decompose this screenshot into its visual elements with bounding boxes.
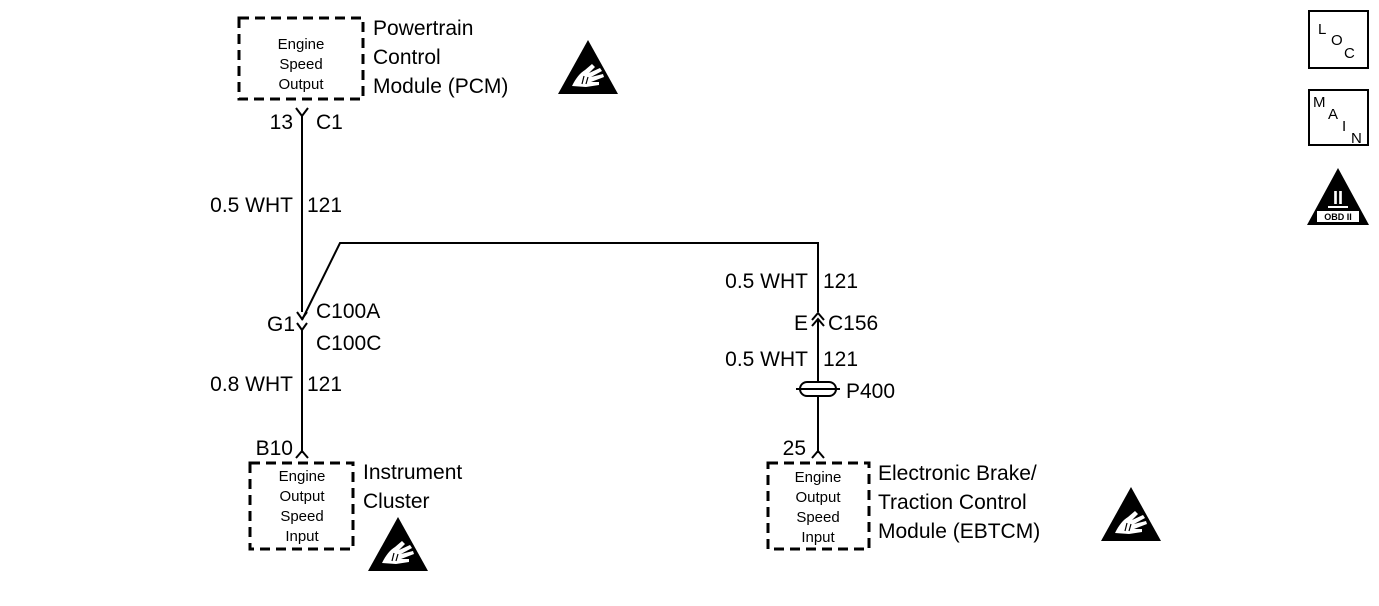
- wire-ebtcm-lower-circuit: 121: [823, 348, 858, 371]
- main-icon: M A I N: [1308, 89, 1369, 147]
- cluster-module-box: [248, 461, 355, 551]
- svg-text:N: N: [1351, 130, 1362, 147]
- ebtcm-box-line-2: Output: [795, 489, 841, 506]
- pcm-name-line-1: Powertrain: [373, 17, 473, 40]
- cluster-box-line-4: Input: [285, 528, 319, 545]
- pcm-box-line-2: Speed: [279, 56, 322, 73]
- wire-ebtcm-upper-gauge-color: 0.5 WHT: [725, 270, 808, 293]
- esd-warning-icon: [367, 516, 429, 572]
- svg-text:O: O: [1331, 32, 1343, 49]
- wire-ebtcm-upper-circuit: 121: [823, 270, 858, 293]
- ebtcm-name-line-3: Module (EBTCM): [878, 520, 1040, 543]
- wire-branch-to-ebtcm: [301, 242, 819, 321]
- c156-connector: C156: [828, 312, 878, 335]
- c100a-connector-symbol: [296, 311, 308, 321]
- c156-connector-symbol: [811, 311, 825, 327]
- svg-text:OBD II: OBD II: [1324, 212, 1352, 222]
- cluster-name-line-2: Cluster: [363, 490, 430, 513]
- svg-text:A: A: [1328, 106, 1338, 123]
- svg-text:M: M: [1313, 94, 1326, 111]
- c100c-connector-symbol: [296, 322, 308, 332]
- splice-pin: G1: [267, 313, 295, 336]
- obd-ii-icon: II OBD II: [1307, 168, 1369, 225]
- pcm-pin: 13: [270, 111, 293, 134]
- cluster-connector-symbol: [295, 449, 309, 459]
- pcm-connector: C1: [316, 111, 343, 134]
- svg-text:C: C: [1344, 45, 1355, 62]
- ebtcm-pin: 25: [783, 437, 806, 460]
- ebtcm-box-line-1: Engine: [795, 469, 842, 486]
- wire-top-gauge-color: 0.5 WHT: [210, 194, 293, 217]
- pcm-connector-symbol: [295, 107, 309, 118]
- cluster-box-line-1: Engine: [279, 468, 326, 485]
- p400-label: P400: [846, 380, 895, 403]
- loc-icon: L O C: [1308, 10, 1369, 69]
- splice-connector-c: C100C: [316, 332, 381, 355]
- esd-warning-icon: [557, 39, 619, 95]
- svg-text:L: L: [1318, 21, 1326, 38]
- cluster-name-line-1: Instrument: [363, 461, 462, 484]
- p400-connector-symbol: [796, 381, 840, 397]
- wire-cluster-circuit: 121: [307, 373, 342, 396]
- wire-cluster-gauge-color: 0.8 WHT: [210, 373, 293, 396]
- ebtcm-box-line-4: Input: [801, 529, 835, 546]
- ebtcm-name-line-1: Electronic Brake/: [878, 462, 1037, 485]
- pcm-box-line-1: Engine: [278, 36, 325, 53]
- cluster-box-line-2: Output: [279, 488, 325, 505]
- pcm-name-line-2: Control: [373, 46, 441, 69]
- cluster-box-line-3: Speed: [280, 508, 323, 525]
- esd-warning-icon: [1100, 486, 1162, 542]
- splice-connector-a: C100A: [316, 300, 380, 323]
- wire-ebtcm-lower-gauge-color: 0.5 WHT: [725, 348, 808, 371]
- pcm-box-line-3: Output: [278, 76, 324, 93]
- svg-text:II: II: [1333, 188, 1343, 208]
- pcm-module-box: [237, 16, 365, 101]
- cluster-pin: B10: [256, 437, 293, 460]
- wire-top-circuit: 121: [307, 194, 342, 217]
- ebtcm-connector-symbol: [811, 449, 825, 459]
- pcm-name-line-3: Module (PCM): [373, 75, 508, 98]
- svg-text:I: I: [1342, 118, 1346, 135]
- ebtcm-box-line-3: Speed: [796, 509, 839, 526]
- ebtcm-module-box: [766, 461, 871, 551]
- ebtcm-name-line-2: Traction Control: [878, 491, 1027, 514]
- c156-pin: E: [794, 312, 808, 335]
